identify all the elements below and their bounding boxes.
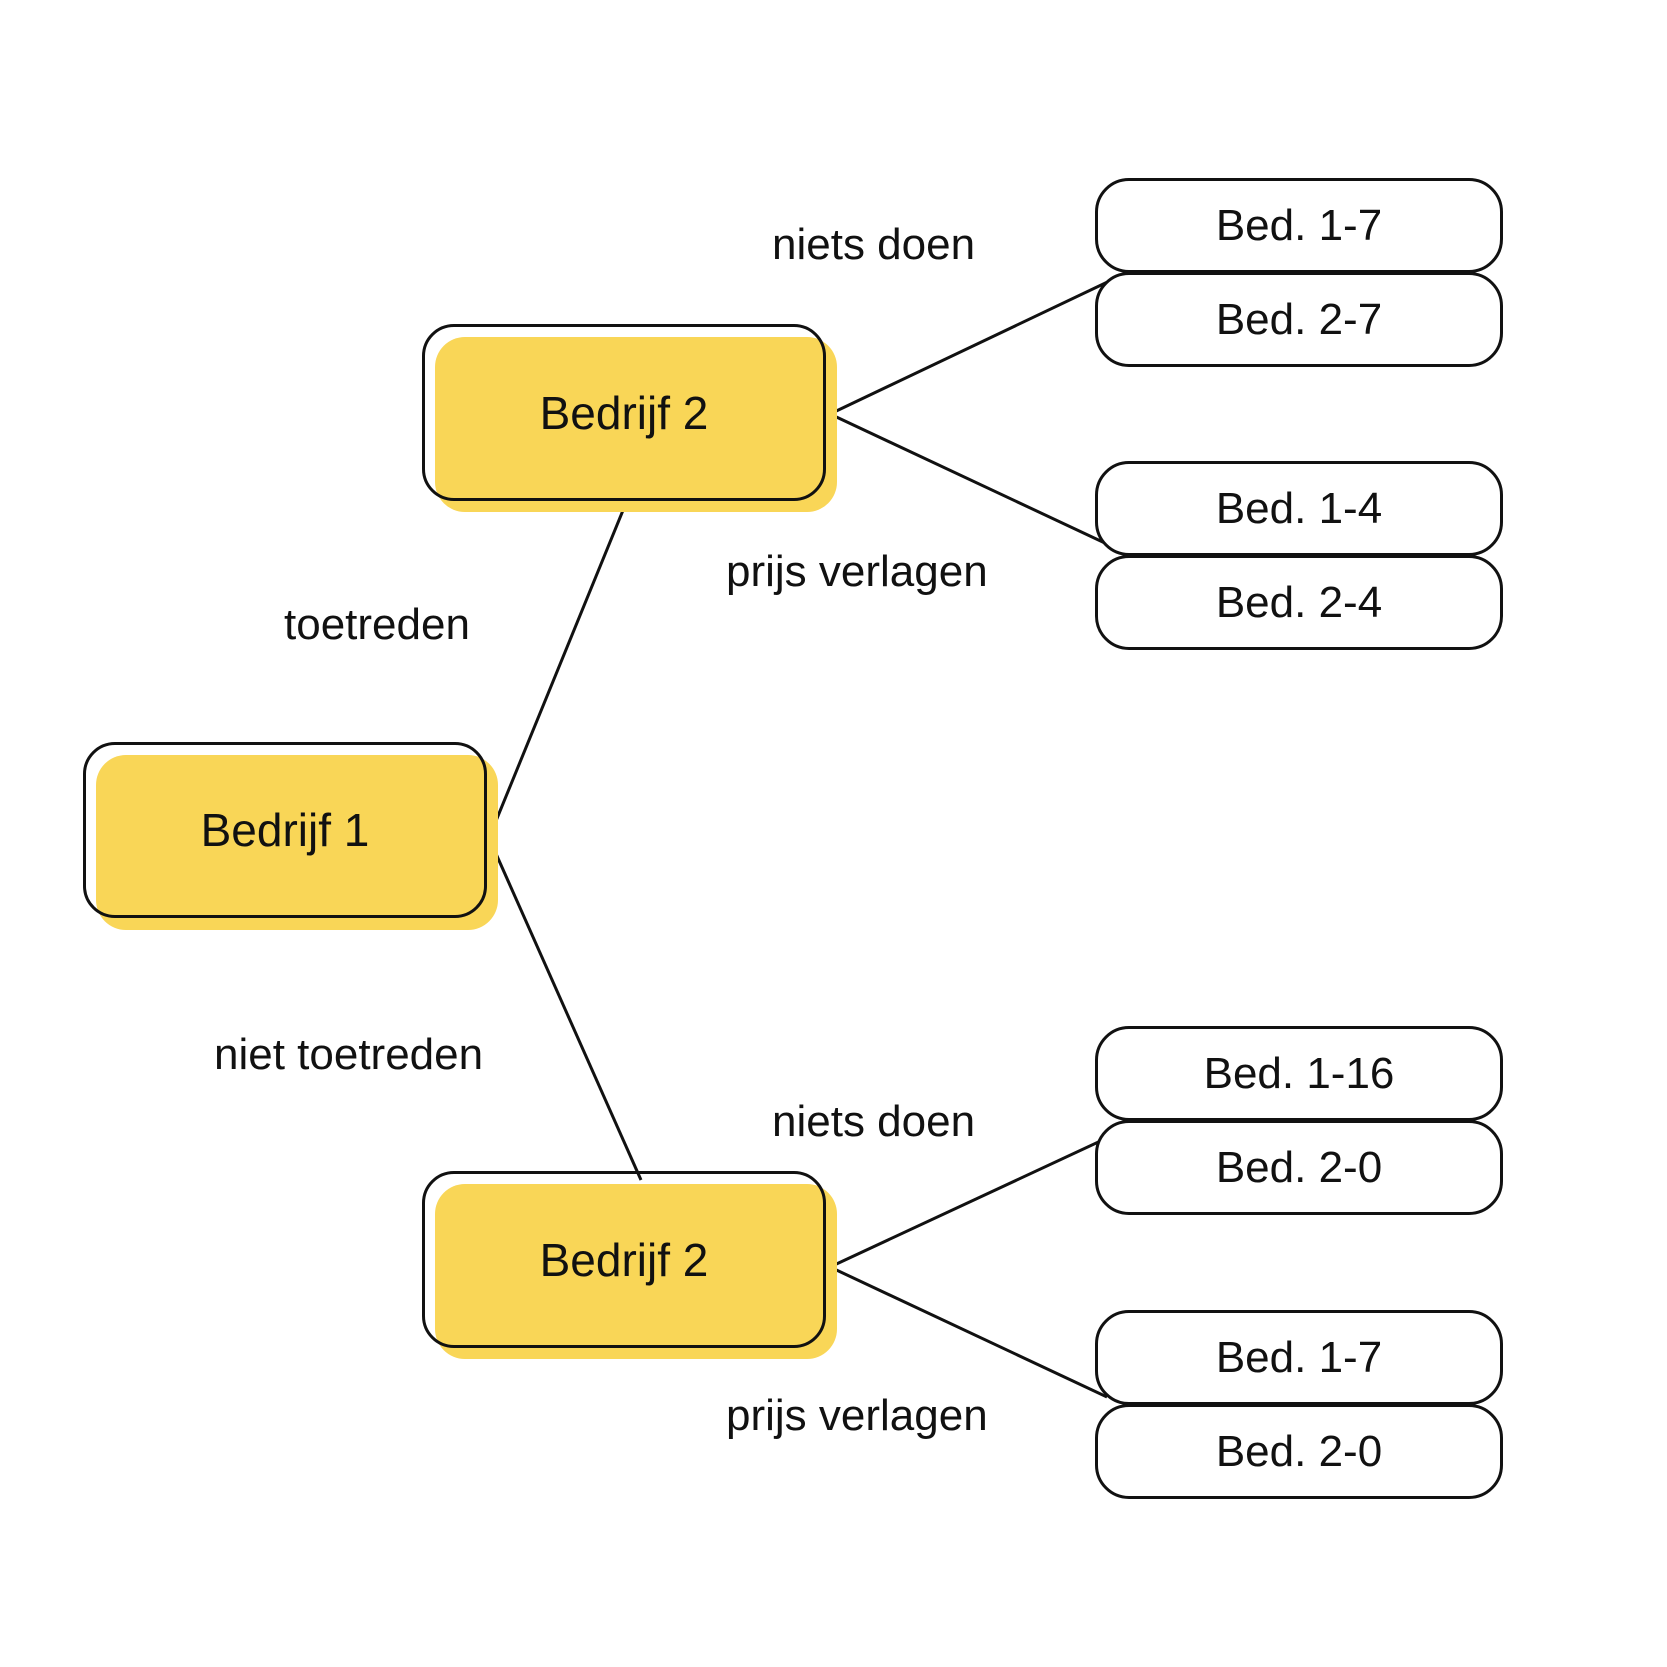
option-label-niets-doen-top: niets doen xyxy=(772,220,976,269)
payoff-box: Bed. 1-16 xyxy=(1095,1026,1503,1121)
option-label-prijs-verlagen-top: prijs verlagen xyxy=(726,547,988,596)
edge-top-prijs-verlagen xyxy=(829,412,1108,546)
node-label: Bedrijf 2 xyxy=(539,386,709,439)
edge-niet-toetreden xyxy=(487,837,643,1181)
node-bedrijf-2-bottom: Bedrijf 2 xyxy=(422,1171,837,1359)
edge-toetreden xyxy=(487,502,628,839)
payoff-box: Bed. 1-4 xyxy=(1095,461,1503,556)
option-label-niets-doen-bottom: niets doen xyxy=(772,1097,976,1146)
payoff-box: Bed. 2-7 xyxy=(1095,272,1503,367)
payoff-box: Bed. 2-4 xyxy=(1095,555,1503,650)
payoff-box: Bed. 2-0 xyxy=(1095,1404,1503,1499)
edge-bottom-prijs-verlagen xyxy=(829,1265,1108,1399)
payoff-text: Bed. 1-7 xyxy=(1215,200,1383,250)
payoff-box: Bed. 2-0 xyxy=(1095,1120,1503,1215)
node-label: Bedrijf 2 xyxy=(539,1233,709,1286)
edge-bottom-niets-doen xyxy=(829,1136,1108,1269)
node-bedrijf-1: Bedrijf 1 xyxy=(83,742,498,930)
payoff-text: Bed. 1-16 xyxy=(1203,1048,1395,1098)
node-label: Bedrijf 1 xyxy=(200,804,370,856)
option-label-prijs-verlagen-bottom: prijs verlagen xyxy=(726,1391,988,1440)
payoff-text: Bed. 1-4 xyxy=(1215,483,1383,533)
payoff-text: Bed. 2-7 xyxy=(1215,294,1383,344)
payoff-text: Bed. 2-0 xyxy=(1215,1142,1383,1192)
node-bedrijf-2-top: Bedrijf 2 xyxy=(422,324,837,512)
branch-label-niet-toetreden: niet toetreden xyxy=(214,1030,484,1079)
payoff-text: Bed. 1-7 xyxy=(1215,1332,1383,1382)
branch-label-toetreden: toetreden xyxy=(284,600,470,649)
payoff-box: Bed. 1-7 xyxy=(1095,178,1503,273)
payoff-text: Bed. 2-0 xyxy=(1215,1426,1383,1476)
payoff-box: Bed. 1-7 xyxy=(1095,1310,1503,1405)
edge-top-niets-doen xyxy=(829,275,1119,416)
payoff-text: Bed. 2-4 xyxy=(1215,577,1383,627)
